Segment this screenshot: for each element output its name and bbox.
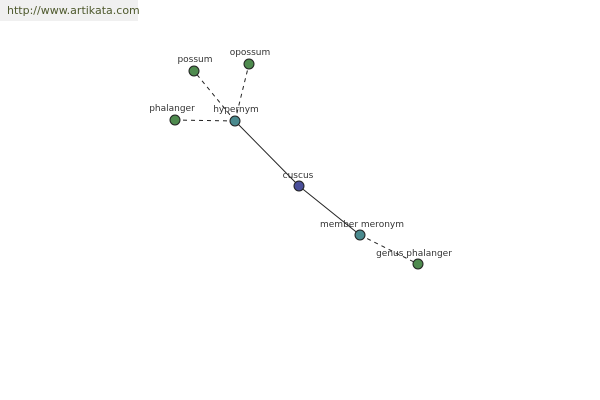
node-label-member-meronym: member meronym xyxy=(320,220,404,230)
node-label-genus-phalanger: genus phalanger xyxy=(376,249,452,259)
node-opossum[interactable] xyxy=(243,58,255,70)
node-cuscus[interactable] xyxy=(293,180,305,192)
node-phalanger[interactable] xyxy=(169,114,181,126)
node-label-opossum: opossum xyxy=(230,48,271,58)
node-hypernym[interactable] xyxy=(229,115,241,127)
nodes-layer xyxy=(169,58,424,270)
node-possum[interactable] xyxy=(188,65,200,77)
edge-hypernym-opossum xyxy=(234,63,250,122)
node-member-meronym[interactable] xyxy=(354,229,366,241)
node-label-possum: possum xyxy=(177,55,212,65)
edge-member_meronym-genus_phalanger xyxy=(359,234,419,265)
edge-cuscus-hypernym xyxy=(234,120,300,187)
url-banner: http://www.artikata.com xyxy=(0,0,140,21)
node-genus-phalanger[interactable] xyxy=(412,258,424,270)
node-label-cuscus: cuscus xyxy=(283,171,314,181)
edge-cuscus-member_meronym xyxy=(298,185,361,236)
node-label-phalanger: phalanger xyxy=(149,104,195,114)
site-url-link[interactable]: http://www.artikata.com xyxy=(7,4,140,17)
node-label-hypernym: hypernym xyxy=(213,105,259,115)
edge-hypernym-phalanger xyxy=(174,119,236,122)
edges-layer xyxy=(174,63,419,265)
labels-layer: possum opossum phalanger hypernym cuscus memb… xyxy=(149,48,452,259)
edge-hypernym-possum xyxy=(193,70,236,122)
